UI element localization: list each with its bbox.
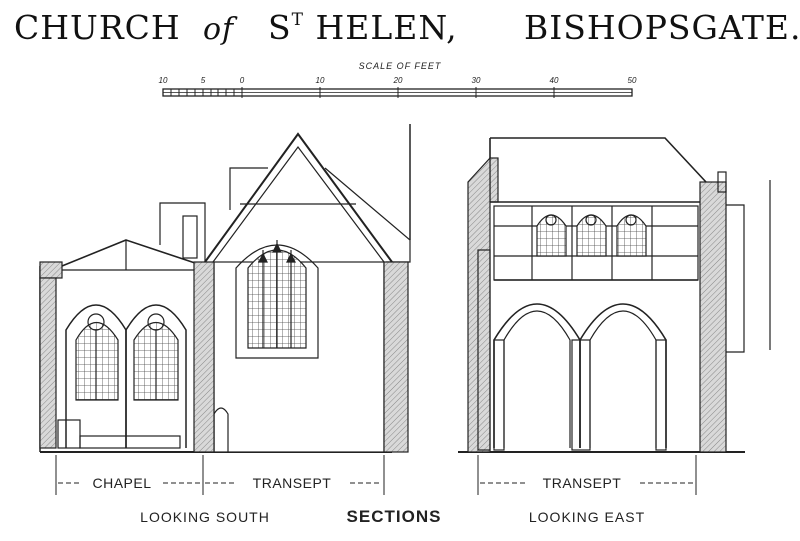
section-looking-east	[458, 137, 771, 453]
label-looking-east: LOOKING EAST	[529, 509, 645, 525]
label-looking-south: LOOKING SOUTH	[140, 509, 270, 525]
section-looking-south	[39, 124, 411, 453]
title-st-sup: T	[291, 10, 304, 30]
label-transept-right: TRANSEPT	[543, 475, 622, 491]
scale-caption: SCALE OF FEET	[359, 61, 442, 71]
scale-tick-label: 5	[201, 76, 206, 85]
scale-tick-label: 50	[628, 76, 637, 85]
scale-tick-label: 30	[472, 76, 481, 85]
scale-bar: SCALE OF FEET 10 5 0 10 20 30 40 50	[159, 61, 637, 98]
title-helen: HELEN,	[315, 8, 458, 47]
scale-tick-label: 20	[393, 76, 403, 85]
label-chapel: CHAPEL	[92, 475, 151, 491]
label-sections: SECTIONS	[347, 507, 442, 526]
scale-tick-label: 10	[316, 76, 325, 85]
title-church: CHURCH	[14, 8, 181, 47]
scale-tick-label: 10	[159, 76, 168, 85]
title-of: of	[203, 12, 235, 47]
scale-tick-label: 0	[240, 76, 245, 85]
dimension-lines	[55, 455, 697, 495]
label-transept-left: TRANSEPT	[253, 475, 332, 491]
title-st-helen: ST HELEN,	[268, 8, 458, 47]
scale-tick-label: 40	[550, 76, 559, 85]
title-st: S	[268, 8, 292, 47]
title-bishopsgate: BISHOPSGATE.	[524, 8, 800, 47]
